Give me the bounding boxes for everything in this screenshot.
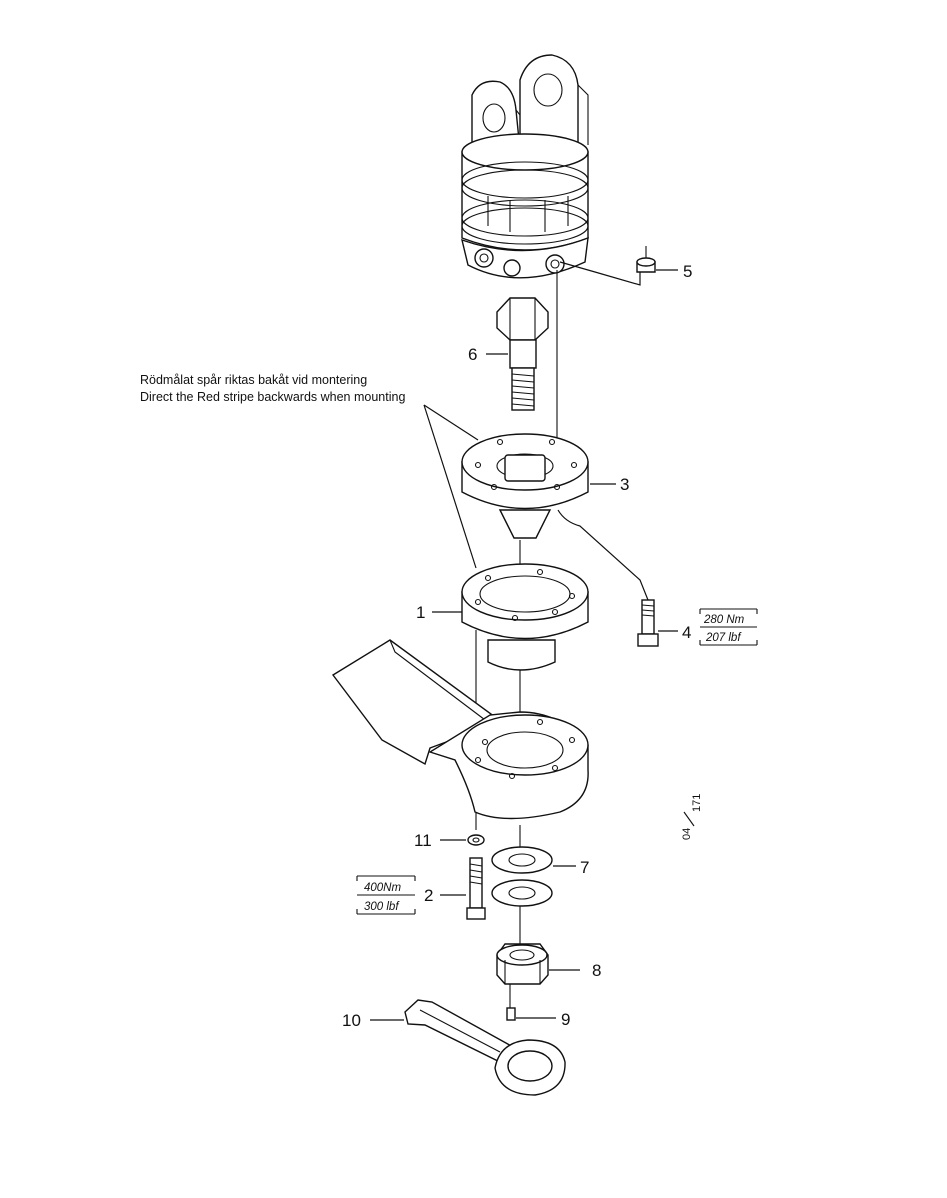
torque-4-lbf: 207 lbf: [705, 632, 742, 644]
part-3-flange: [461, 433, 589, 539]
torque-box-2: 400Nm 300 lbf: [356, 875, 416, 915]
callout-10: 10: [342, 1011, 361, 1030]
drawing-ref-bottom: 171: [691, 794, 703, 812]
torque-box-4: 280 Nm 207 lbf: [699, 608, 758, 646]
part-11-washer: [467, 834, 485, 846]
callout-7: 7: [580, 858, 589, 877]
part-7-washers: [491, 846, 553, 907]
part-1-hub: [461, 563, 589, 671]
leader-3-to-4-path: [557, 509, 649, 601]
part-6-bolt: [496, 297, 549, 411]
callout-2: 2: [424, 886, 433, 905]
part-4-bolt: [637, 599, 659, 647]
callout-9: 9: [561, 1010, 570, 1029]
note-pointer-lower: [423, 404, 477, 569]
torque-4-nm: 280 Nm: [703, 614, 745, 626]
callout-5: 5: [683, 262, 692, 281]
part-9-screw: [506, 1007, 516, 1021]
note-line-swedish: Rödmålat spår riktas bakåt vid montering: [140, 373, 367, 387]
callout-6: 6: [468, 345, 477, 364]
drawing-ref-top: 04: [681, 828, 693, 840]
callout-8: 8: [592, 961, 601, 980]
note-pointer-upper: [423, 404, 479, 441]
drawing-reference: 04 171: [681, 794, 703, 840]
boom-arm: [331, 639, 589, 820]
note-line-english: Direct the Red stripe backwards when mou…: [140, 390, 405, 404]
leader-5-path: [559, 261, 641, 286]
rotator-assembly: [461, 54, 589, 279]
callout-3: 3: [620, 475, 629, 494]
part-10-wrench: [404, 999, 566, 1096]
callout-11: 11: [414, 831, 432, 850]
torque-2-lbf: 300 lbf: [364, 901, 400, 913]
torque-2-nm: 400Nm: [364, 882, 401, 894]
callout-1: 1: [416, 603, 425, 622]
callout-4: 4: [682, 623, 691, 642]
part-8-nut: [496, 943, 549, 985]
part-5-nut: [636, 246, 656, 273]
part-2-bolt: [466, 857, 486, 920]
